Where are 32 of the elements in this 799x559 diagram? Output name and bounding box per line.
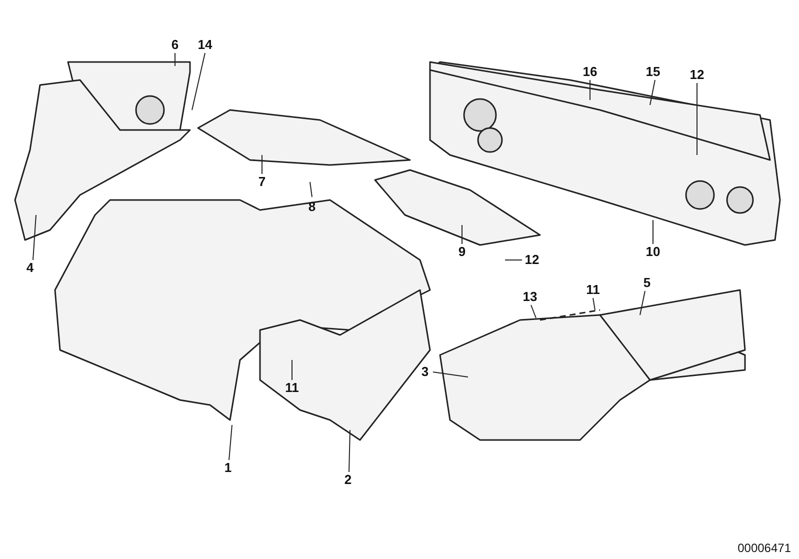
leader-line bbox=[650, 80, 656, 106]
callout-number: 14 bbox=[198, 38, 212, 52]
callout-number: 4 bbox=[26, 261, 34, 275]
callout-number: 3 bbox=[421, 365, 429, 379]
leader-line bbox=[652, 220, 654, 244]
leader-line bbox=[32, 214, 36, 260]
callout-number: 5 bbox=[643, 276, 651, 290]
drawing-number: 00006471 bbox=[738, 541, 791, 555]
callout-number: 11 bbox=[586, 283, 600, 297]
leader-line bbox=[192, 52, 206, 110]
callout-number: 15 bbox=[646, 65, 660, 79]
callout-number: 16 bbox=[582, 65, 598, 79]
callout-number: 6 bbox=[171, 38, 179, 52]
leader-line bbox=[530, 304, 536, 318]
leader-line bbox=[228, 424, 232, 460]
leader-line bbox=[348, 430, 350, 472]
callout-number: 9 bbox=[458, 245, 466, 259]
leader-line bbox=[310, 182, 312, 198]
callout-number: 12 bbox=[690, 68, 704, 82]
callout-number: 11 bbox=[285, 381, 299, 395]
leader-line bbox=[592, 298, 596, 310]
leader-line bbox=[640, 290, 646, 316]
leader-line bbox=[174, 52, 176, 66]
callout-number: 10 bbox=[646, 245, 660, 259]
callout-number: 7 bbox=[258, 175, 266, 189]
leader-line bbox=[696, 82, 698, 156]
callout-number: 8 bbox=[308, 200, 316, 214]
leader-line bbox=[432, 372, 468, 378]
callout-number: 13 bbox=[522, 290, 538, 304]
callout-number: 2 bbox=[344, 473, 352, 487]
callout-number: 1 bbox=[224, 461, 232, 475]
callout-number: 12 bbox=[524, 253, 540, 267]
